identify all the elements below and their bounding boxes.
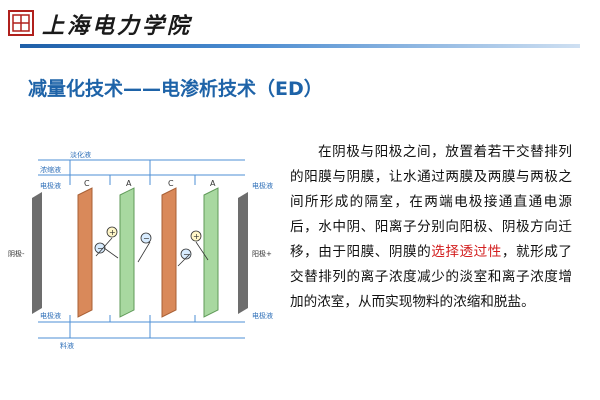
membrane-label-c: C [84,179,90,188]
cation-marker: + [190,230,202,242]
electrodialysis-diagram: C A C A + − − + − 淡化液 浓缩液 电极液 电极液 料液 电极液… [8,150,273,350]
anion-membrane-2 [203,187,219,318]
membrane-label-a: A [126,179,132,188]
anion-marker: − [94,242,106,254]
pure-stream-label: 淡化液 [70,150,91,159]
feed-label: 料液 [60,341,74,350]
anion-membrane-1 [119,187,135,318]
bottom-electrolyte-label: 电极液 [40,311,61,320]
body-text-part1: 在阴极与阳极之间，放置着若干交替排列的阳膜与阴膜，让水通过两膜及两膜与两极之间所… [290,144,572,260]
anode-label: 阳极+ [252,249,272,258]
body-text-part2: ，就形成了交替排列的离子浓度减少的淡室和离子浓度增加的浓室，从而实现物料的浓缩和… [290,244,573,310]
stream-connectors [69,160,196,338]
membrane-label-c: C [168,179,174,188]
svg-text:+: + [109,228,116,237]
cathode-label: 阴极- [8,249,25,258]
cation-membrane-2 [161,187,177,318]
slide-body-text: 在阴极与阳极之间，放置着若干交替排列的阳膜与阴膜，让水通过两膜及两膜与两极之间所… [290,140,572,315]
top-electrolyte-label-right: 电极液 [252,181,273,190]
svg-text:−: − [183,250,190,259]
bottom-electrolyte-label-right: 电极液 [252,311,273,320]
anion-marker: − [140,232,152,244]
svg-text:−: − [143,234,150,243]
selective-permeability-highlight: 选择透过性 [431,244,502,260]
cation-marker: + [106,226,118,238]
anion-marker: − [180,248,192,260]
svg-text:+: + [193,232,200,241]
anode-plate [238,192,248,314]
svg-text:−: − [97,244,104,253]
concentrate-label: 浓缩液 [40,165,61,174]
school-name: 上海电力学院 [42,13,193,39]
top-electrolyte-label: 电极液 [40,181,61,190]
cation-membrane-1 [77,187,93,318]
cathode-plate [32,192,42,314]
slide-title: 减量化技术——电渗析技术（ED） [28,78,323,100]
slide-header: 上海电力学院 [0,0,600,50]
header-divider [20,44,580,48]
membrane-label-a: A [210,179,216,188]
school-seal-logo [8,10,34,36]
ion-migration-arrows [95,237,209,267]
